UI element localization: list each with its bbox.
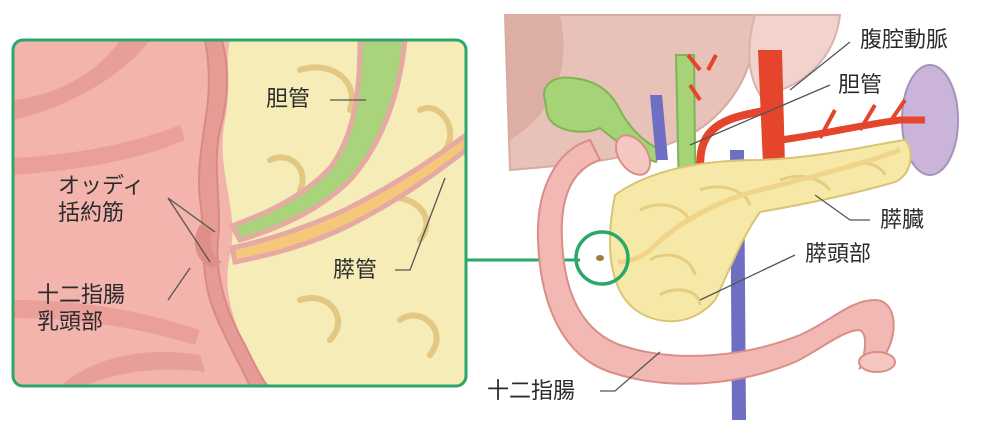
duodenal-fold bbox=[13, 40, 150, 120]
leader-pancreas bbox=[814, 194, 870, 221]
label-pancreatic-head: 膵頭部 bbox=[805, 242, 872, 267]
leader-pancreatic-head bbox=[699, 254, 796, 301]
celiac-artery bbox=[758, 50, 785, 165]
vein bbox=[650, 95, 668, 160]
inset-panel bbox=[13, 40, 466, 386]
label-bile-duct: 胆管 bbox=[838, 73, 883, 98]
label-duodenum: 十二指腸 bbox=[487, 379, 576, 404]
duodenal-fold bbox=[13, 125, 185, 175]
papilla-highlight-circle bbox=[574, 230, 630, 286]
pancreas bbox=[609, 138, 912, 323]
hepatic-artery bbox=[696, 106, 771, 176]
artery-branches bbox=[686, 53, 718, 102]
leader-sphincter-2 bbox=[167, 197, 211, 263]
label-pancreas: 膵臓 bbox=[880, 208, 925, 233]
duodenal-fold bbox=[60, 351, 205, 386]
label-inset-pancreatic-duct: 膵管 bbox=[333, 258, 378, 283]
duodenum-pylorus-end bbox=[614, 134, 652, 176]
leader-aorta bbox=[789, 41, 851, 91]
splenic-artery bbox=[779, 116, 925, 144]
inset-frame bbox=[11, 38, 468, 388]
label-papilla: 十二指腸乳頭部 bbox=[37, 283, 126, 335]
leader-lines bbox=[167, 41, 870, 392]
leader-pancreatic-duct bbox=[395, 177, 446, 271]
label-inset-bile-duct: 胆管 bbox=[266, 87, 311, 112]
leader-sphincter-1 bbox=[167, 197, 216, 233]
leader-papilla bbox=[167, 267, 191, 301]
liver-shadow bbox=[505, 15, 564, 140]
papilla-dot bbox=[596, 255, 604, 261]
label-celiac-artery: 腹腔動脈 bbox=[860, 28, 949, 53]
leader-bile-duct-main bbox=[689, 84, 831, 146]
label-sphincter: オッディ括約筋 bbox=[58, 174, 145, 226]
main-pancreatic-duct bbox=[617, 147, 901, 265]
leader-duodenum bbox=[600, 351, 661, 392]
papilla-opening bbox=[194, 225, 222, 268]
pancreas-lobule-pattern bbox=[267, 64, 454, 358]
duodenum bbox=[536, 138, 895, 385]
duodenal-fold bbox=[13, 300, 200, 345]
inset-pancreatic-duct bbox=[229, 130, 466, 265]
duodenal-wall bbox=[197, 40, 271, 386]
duodenum-distal-end bbox=[858, 351, 896, 373]
artery-branches bbox=[818, 98, 907, 139]
inset-bile-duct bbox=[228, 40, 408, 243]
main-anatomy bbox=[503, 14, 959, 420]
